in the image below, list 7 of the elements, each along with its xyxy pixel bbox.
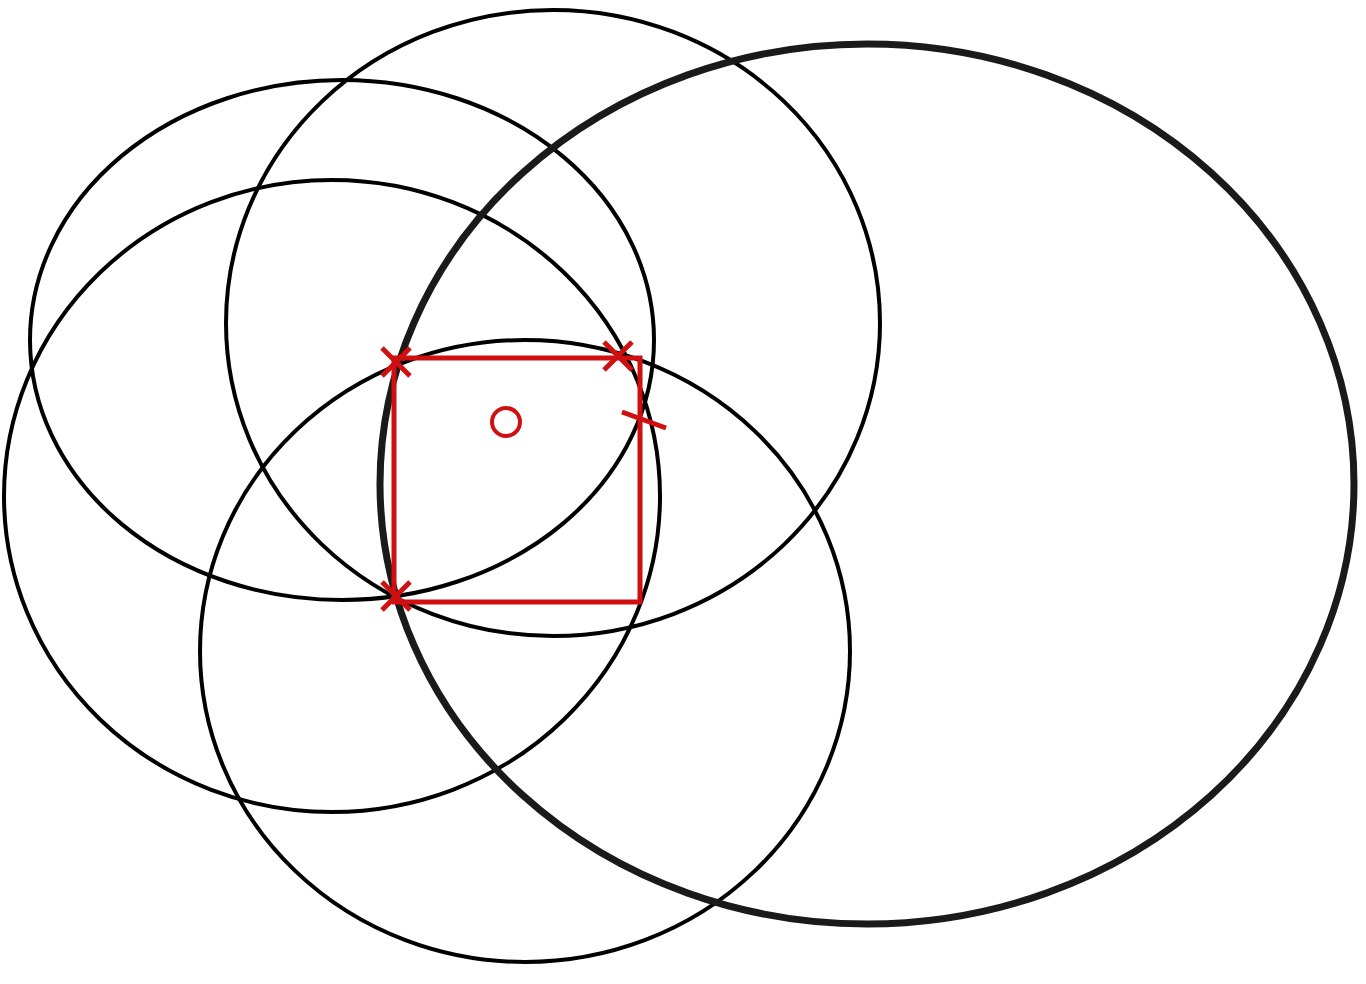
square-outline (391, 355, 643, 605)
ellipse (198, 338, 852, 964)
ellipse (2, 178, 662, 814)
ellipse (28, 78, 656, 602)
ellipse (376, 40, 1358, 928)
center-circle (490, 406, 522, 438)
ellipse (224, 8, 882, 638)
